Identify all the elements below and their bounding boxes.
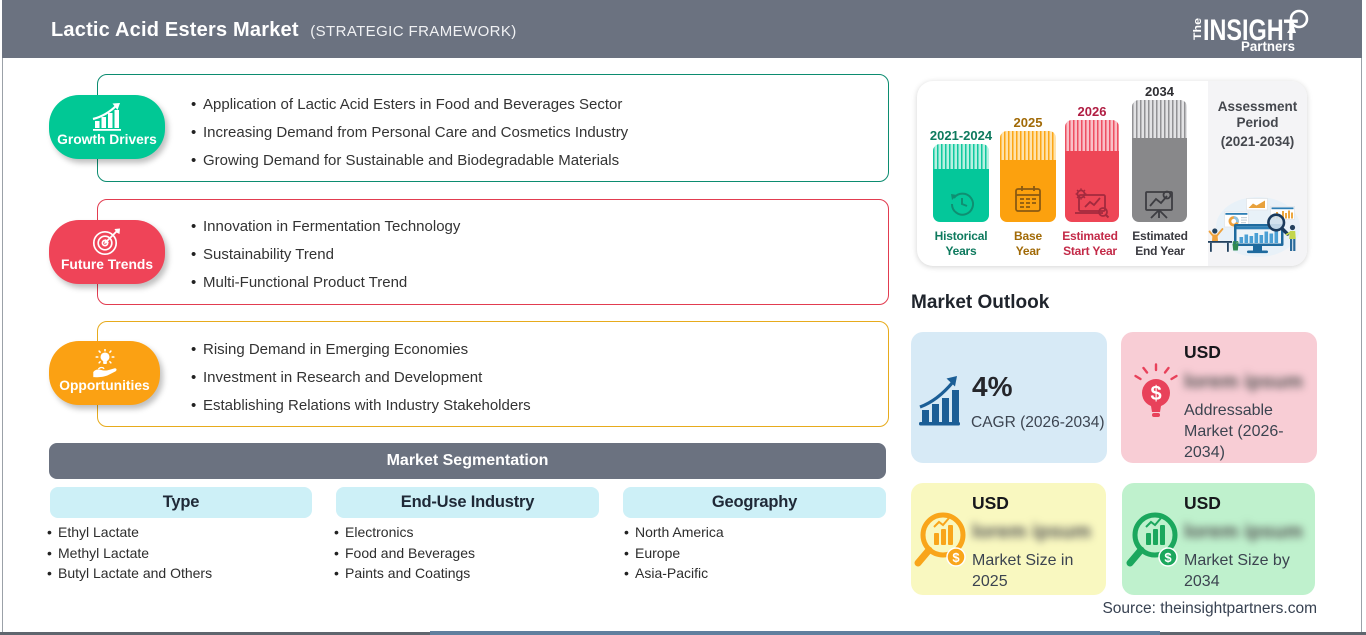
svg-text:$: $ — [1164, 550, 1172, 565]
svg-text:$: $ — [1150, 383, 1161, 405]
svg-text:The: The — [1192, 18, 1204, 40]
svg-text:Partners: Partners — [1241, 39, 1295, 54]
svg-text:INSIGHT: INSIGHT — [1203, 14, 1298, 47]
svg-text:$: $ — [952, 550, 960, 565]
